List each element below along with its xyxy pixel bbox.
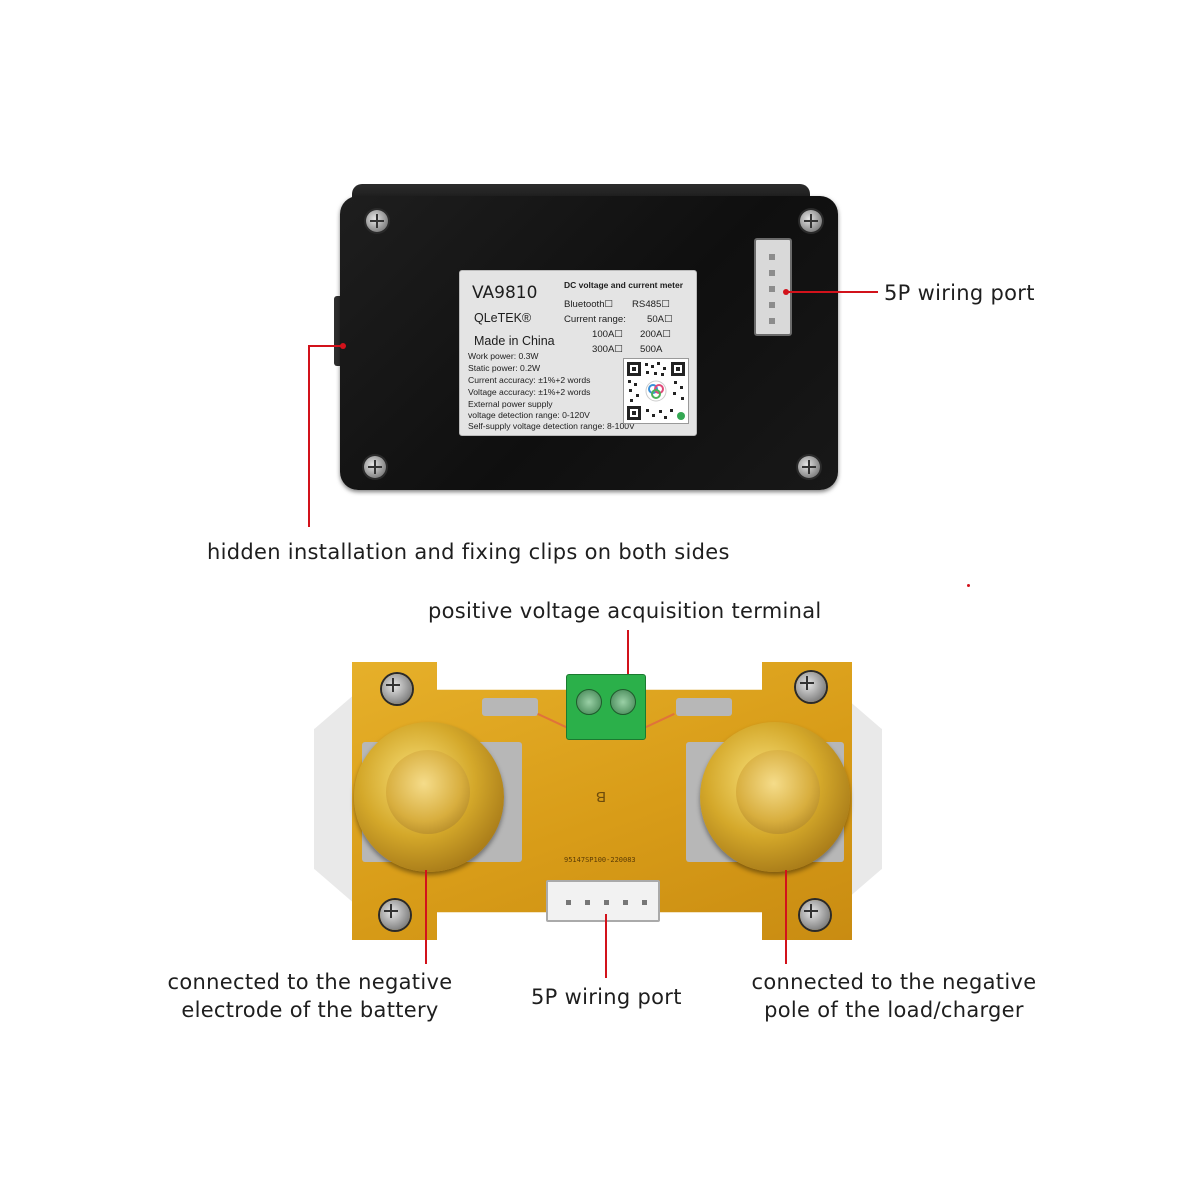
- brand-name: QLeTEK®: [474, 311, 532, 325]
- screw-icon: [796, 672, 826, 702]
- pcb-serial: 95147SP100-220083: [564, 856, 636, 864]
- positive-voltage-terminal: [566, 674, 646, 740]
- screw-icon: [798, 456, 820, 478]
- option-500a: 500A: [640, 344, 663, 355]
- option-50a: 50A☐: [647, 314, 673, 325]
- qr-code-icon: [623, 358, 689, 424]
- spec-line: Voltage accuracy: ±1%+2 words: [468, 387, 591, 397]
- stray-dot: [967, 584, 970, 587]
- spec-line: External power supply: [468, 399, 553, 409]
- callout-line-top-port: [786, 291, 878, 293]
- callout-battery-line2: electrode of the battery: [181, 998, 439, 1022]
- callout-line-load: [785, 870, 787, 964]
- callout-line-battery: [425, 870, 427, 964]
- callout-hidden-clips: hidden installation and fixing clips on …: [207, 540, 730, 564]
- callout-battery-negative: connected to the negative electrode of t…: [160, 968, 460, 1024]
- callout-battery-line1: connected to the negative: [167, 970, 453, 994]
- callout-dot: [783, 289, 789, 295]
- callout-line-positive: [627, 630, 629, 686]
- device-label: VA9810 DC voltage and current meter QLeT…: [459, 270, 697, 436]
- model-number: VA9810: [472, 283, 538, 303]
- callout-line-clips-h: [308, 345, 344, 347]
- option-300a: 300A☐: [592, 344, 624, 355]
- callout-line-bottom-port: [605, 914, 607, 978]
- option-100a: 100A☐: [592, 329, 624, 340]
- spec-line: Work power: 0.3W: [468, 351, 539, 361]
- callout-line-clips-v: [308, 345, 310, 527]
- callout-load-line2: pole of the load/charger: [764, 998, 1024, 1022]
- callout-load-line1: connected to the negative: [751, 970, 1037, 994]
- spec-line: Current accuracy: ±1%+2 words: [468, 375, 591, 385]
- spec-line: Self-supply voltage detection range: 8-1…: [468, 421, 635, 431]
- screw-icon: [382, 674, 412, 704]
- screw-icon: [800, 210, 822, 232]
- option-bluetooth: Bluetooth☐: [564, 299, 614, 310]
- callout-bottom-5p-port: 5P wiring port: [531, 985, 682, 1009]
- pcb-marking: B: [596, 788, 607, 805]
- option-rs485: RS485☐: [632, 299, 670, 310]
- solder-pad: [676, 698, 732, 716]
- option-200a: 200A☐: [640, 329, 672, 340]
- callout-load-negative: connected to the negative pole of the lo…: [744, 968, 1044, 1024]
- battery-negative-bolt: [354, 722, 504, 872]
- screw-icon: [366, 210, 388, 232]
- screw-icon: [380, 900, 410, 930]
- spec-line: Static power: 0.2W: [468, 363, 541, 373]
- solder-pad: [482, 698, 538, 716]
- load-negative-bolt: [700, 722, 850, 872]
- screw-icon: [364, 456, 386, 478]
- callout-positive-terminal: positive voltage acquisition terminal: [428, 599, 822, 623]
- current-range-label: Current range:: [564, 314, 626, 325]
- callout-top-5p-port: 5P wiring port: [884, 281, 1035, 305]
- spec-line: voltage detection range: 0-120V: [468, 410, 590, 420]
- callout-dot: [340, 343, 346, 349]
- label-title: DC voltage and current meter: [564, 280, 684, 290]
- origin-text: Made in China: [474, 334, 555, 348]
- top-5p-wiring-port: [754, 238, 792, 336]
- bottom-5p-wiring-port: [546, 880, 660, 922]
- screw-icon: [800, 900, 830, 930]
